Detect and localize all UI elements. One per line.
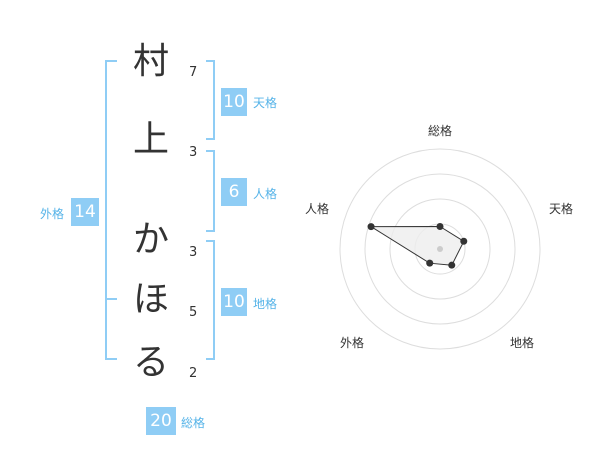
jinkaku-label: 人格 — [253, 187, 278, 201]
radar-ring-3 — [364, 173, 516, 325]
stroke-count-2: 3 — [189, 145, 198, 160]
radar-points — [367, 223, 468, 269]
stroke-count-4: 5 — [189, 305, 198, 320]
radar-label-gaikaku: 外格 — [340, 336, 365, 350]
radar-point-soukaku — [436, 223, 444, 230]
radar-point-tenkaku — [460, 237, 468, 245]
tenkaku-value-badge: 10 — [221, 88, 247, 116]
tenkaku-bracket — [206, 60, 215, 140]
soukaku-label: 総格 — [181, 416, 206, 430]
radar-center-dot — [437, 246, 443, 252]
radar-point-gaikaku — [426, 259, 434, 267]
radar-label-jinkaku: 人格 — [305, 202, 330, 216]
jinkaku-value-badge: 6 — [221, 178, 247, 206]
radar-data-polygon — [369, 225, 465, 266]
chikaku-bracket — [206, 240, 215, 360]
chikaku-value-badge: 10 — [221, 288, 247, 316]
gaikaku-value-badge: 14 — [71, 198, 99, 226]
gaikaku-label: 外格 — [40, 207, 65, 221]
gaikaku-bracket-tick — [105, 298, 117, 300]
name-char-2: 上 — [132, 119, 169, 160]
name-char-1: 村 — [132, 41, 169, 82]
chikaku-label: 地格 — [253, 297, 278, 311]
stroke-count-5: 2 — [189, 366, 198, 381]
radar-ring-2 — [389, 198, 491, 300]
tenkaku-label: 天格 — [253, 96, 278, 110]
radar-ring-4 — [339, 148, 541, 350]
name-char-3: か — [132, 219, 169, 260]
radar-label-soukaku: 総格 — [428, 124, 453, 138]
name-char-5: る — [132, 342, 169, 383]
stroke-count-3: 3 — [189, 245, 198, 260]
soukaku-value-badge: 20 — [146, 407, 176, 435]
radar-label-chikaku: 地格 — [510, 336, 535, 350]
gaikaku-bracket — [105, 60, 117, 360]
radar-point-chikaku — [448, 261, 456, 269]
radar-label-tenkaku: 天格 — [549, 202, 574, 216]
jinkaku-bracket — [206, 150, 215, 232]
stroke-count-1: 7 — [189, 65, 198, 80]
name-char-4: ほ — [132, 279, 169, 320]
radar-point-jinkaku — [367, 223, 375, 231]
